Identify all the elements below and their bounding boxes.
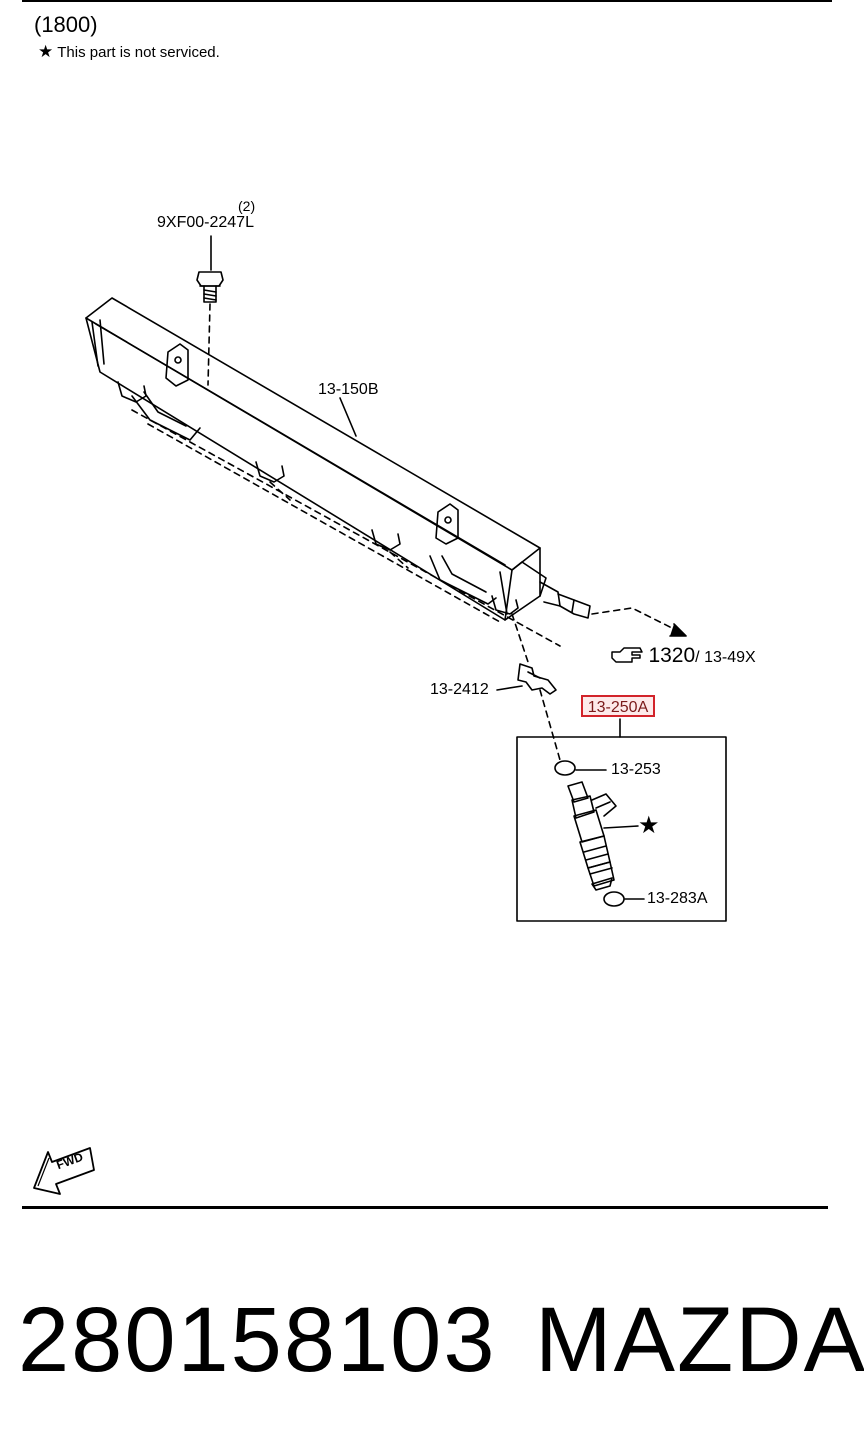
part-number: 280158103 [18,1289,497,1391]
forward-arrow: FWD [30,1140,100,1201]
reference-main-code: 1320 [648,644,696,667]
service-note-text: This part is not serviced. [57,44,220,61]
injector-set-box [516,736,727,922]
injector-drawing [567,781,639,891]
fuel-rail-drawing [85,297,591,621]
brand-name: MAZDA [535,1289,864,1391]
injector-set-highlight[interactable]: 13-250A [581,695,655,717]
star-icon: ★ [38,42,54,61]
upper-oring-part-code: 13-253 [611,761,661,778]
bottom-rule [22,1206,828,1209]
reference-group: 1320/ 13-49X [610,644,756,668]
clip-drawing [496,663,557,695]
forward-arrow-icon [33,1147,95,1195]
bolt-quantity: (2) [238,198,256,214]
group-code: (1800) [34,12,98,37]
service-note: ★This part is not serviced. [38,42,220,62]
hand-pointer-icon [611,647,643,663]
clip-part-code: 13-2412 [430,681,489,698]
reference-separator: / [695,649,700,666]
fuel-rail-part-code: 13-150B [318,381,379,398]
not-serviced-star-icon: ★ [638,812,660,839]
top-rule [22,0,832,2]
bolt-drawing [196,235,224,303]
bolt-part-code: 9XF00-2247L [157,214,254,231]
reference-sub-code: 13-49X [704,649,756,666]
lower-oring-part-code: 13-283A [647,890,708,907]
